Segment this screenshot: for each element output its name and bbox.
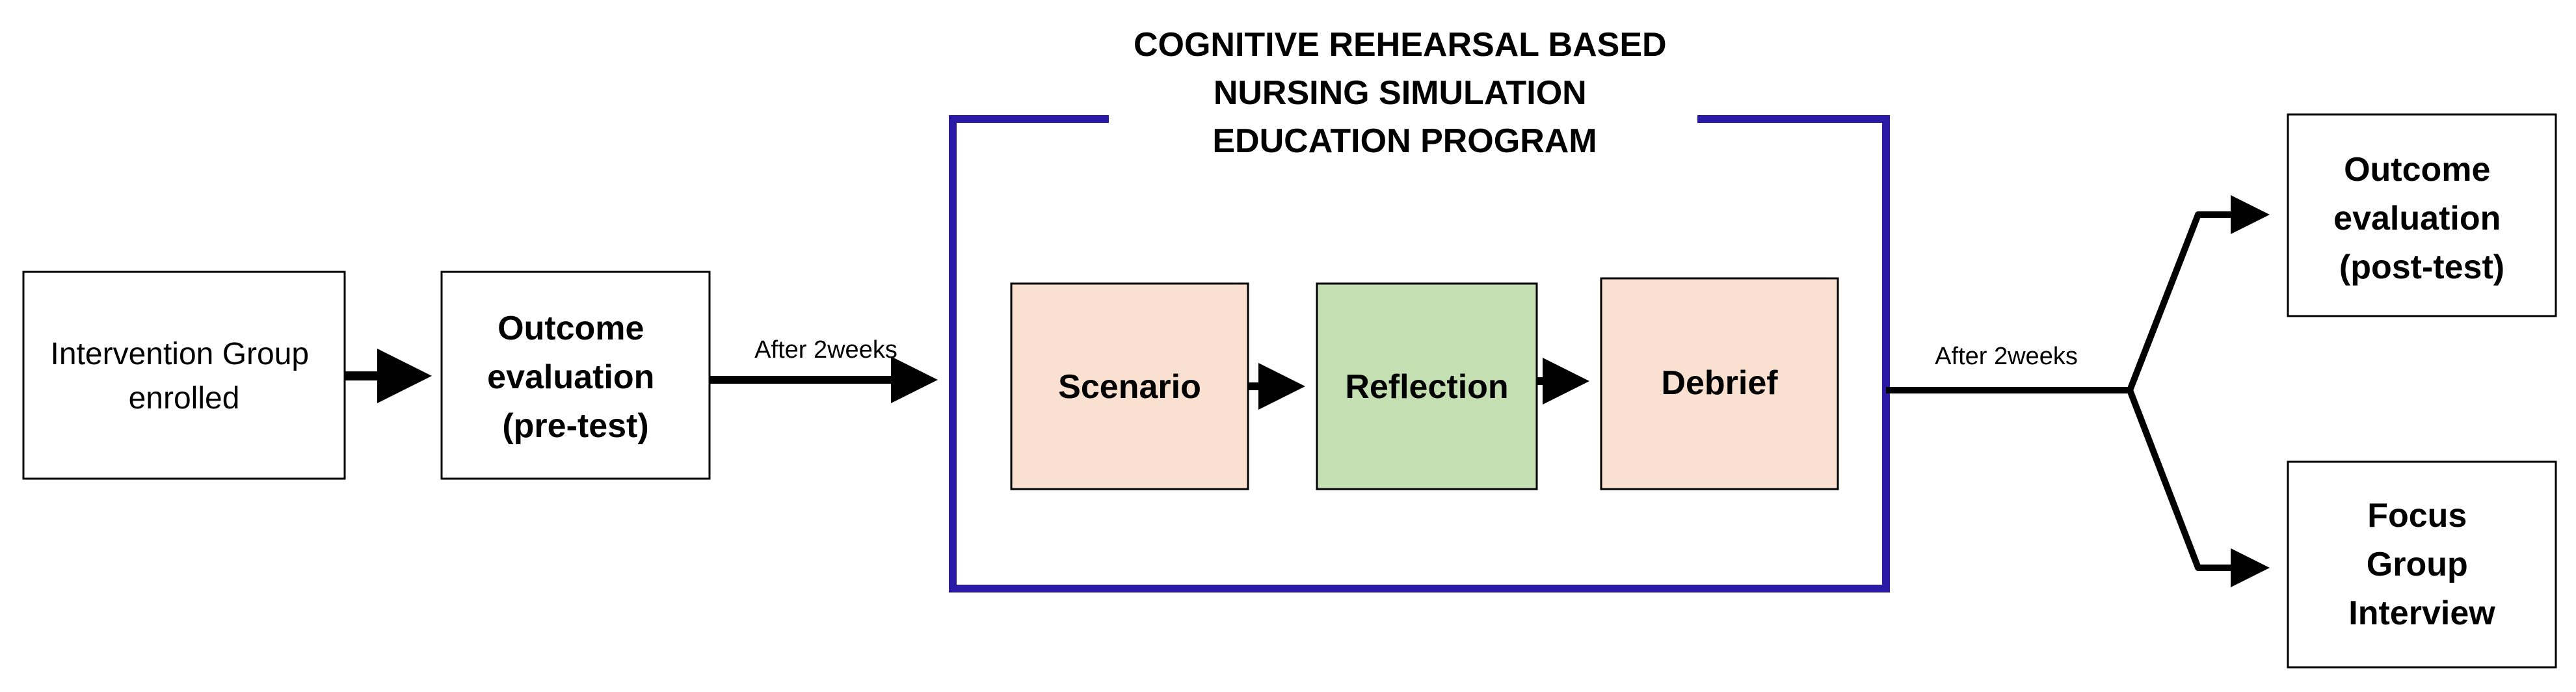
node-pretest-evaluation: Outcome evaluation (pre-test): [440, 271, 711, 480]
edge-label-after-pretest: After 2weeks: [754, 336, 897, 364]
intervention-line-1: Intervention Group: [51, 337, 310, 371]
pretest-line-2: evaluation: [487, 358, 654, 396]
program-title-line-1: COGNITIVE REHEARSAL BASED: [1134, 26, 1667, 64]
scenario-label: Scenario: [1058, 368, 1201, 406]
node-scenario: Scenario: [1010, 282, 1249, 490]
program-title-line-3: EDUCATION PROGRAM: [1212, 122, 1597, 160]
edge-label-after-program: After 2weeks: [1935, 343, 2078, 370]
reflection-label: Reflection: [1345, 368, 1508, 406]
svg-text:Outcome evaluation: Outcome evaluation (pre-test): [487, 310, 664, 445]
program-title-line-2: NURSING SIMULATION: [1214, 74, 1587, 112]
svg-text:Intervention Group enrol: Intervention Group enrolled: [51, 337, 318, 416]
focus-line-3: Interview: [2348, 594, 2495, 632]
svg-text:Outcome evaluation: Outcome evaluation (post-test): [2333, 151, 2510, 286]
svg-text:Focus Group Interv: Focus Group Interview: [2348, 497, 2495, 632]
node-posttest-evaluation: Outcome evaluation (post-test): [2287, 113, 2557, 317]
posttest-line-1: Outcome: [2344, 151, 2490, 189]
node-intervention-group: Intervention Group enrolled: [22, 271, 346, 480]
arrow-branch-to-posttest: [2127, 195, 2270, 392]
posttest-line-2: evaluation: [2333, 200, 2501, 237]
posttest-line-3: (post-test): [2339, 248, 2504, 286]
node-debrief: Debrief: [1600, 277, 1839, 490]
pretest-line-1: Outcome: [498, 310, 644, 347]
intervention-line-2: enrolled: [129, 381, 240, 416]
node-focus-group-interview: Focus Group Interview: [2287, 460, 2557, 669]
arrow-branch-to-focus-group: [2127, 389, 2270, 587]
program-title: COGNITIVE REHEARSAL BASED NURSING SIMULA…: [1134, 26, 1676, 160]
pretest-line-3: (pre-test): [502, 407, 648, 445]
node-reflection: Reflection: [1316, 282, 1538, 490]
focus-line-1: Focus: [2367, 497, 2467, 535]
focus-line-2: Group: [2367, 546, 2468, 583]
debrief-label: Debrief: [1661, 364, 1778, 402]
program-frame: [949, 115, 1890, 592]
